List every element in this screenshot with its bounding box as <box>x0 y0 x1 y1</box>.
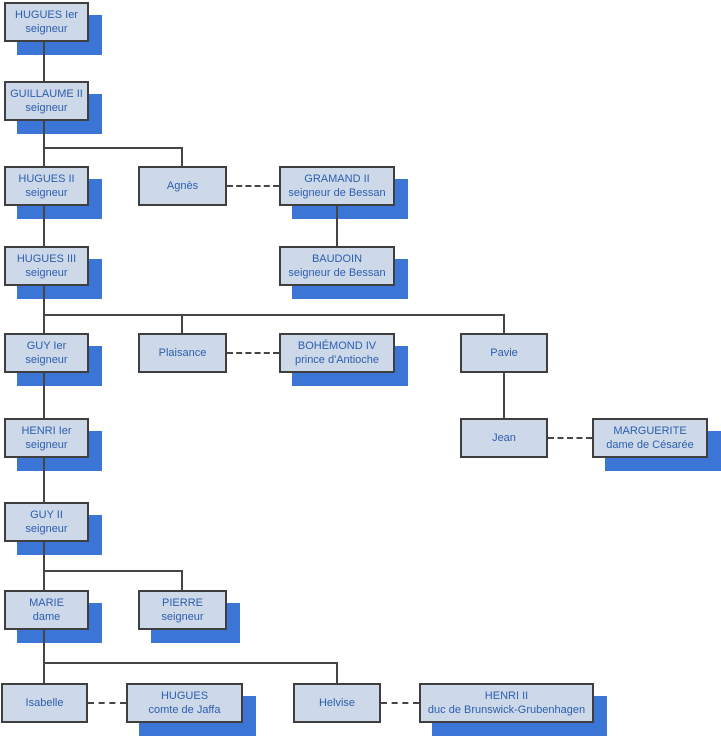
person-title: prince d'Antioche <box>294 354 380 366</box>
person-box-pierre: PIERRE seigneur <box>138 590 227 630</box>
person-title: seigneur <box>25 187 68 199</box>
person-title: seigneur <box>25 23 68 35</box>
descent-connector-line <box>44 570 183 572</box>
descent-connector-line <box>503 315 505 333</box>
person-name: HUGUES Ier <box>15 9 78 21</box>
person-box-jean: Jean <box>460 418 548 458</box>
marriage-connector-line <box>548 437 592 439</box>
descent-connector-line <box>181 571 183 590</box>
person-name: HENRI Ier <box>21 425 72 437</box>
person-name: HUGUES <box>160 690 209 702</box>
person-box-henri-ier: HENRI Ier seigneur <box>4 418 89 458</box>
person-name: BOHÉMOND IV <box>297 340 377 352</box>
descent-connector-line <box>43 542 45 590</box>
person-name: Helvise <box>318 697 356 709</box>
person-box-marie: MARIE dame <box>4 590 89 630</box>
person-title: duc de Brunswick-Grubenhagen <box>427 704 586 716</box>
descent-connector-line <box>336 663 338 683</box>
person-title: seigneur de Bessan <box>288 267 386 279</box>
descent-connector-line <box>503 373 505 418</box>
person-box-guy-ii: GUY II seigneur <box>4 502 89 542</box>
person-name: GUILLAUME II <box>10 88 83 100</box>
person-box-bohemond-iv: BOHÉMOND IV prince d'Antioche <box>279 333 395 373</box>
person-box-hugues-jaffa: HUGUES comte de Jaffa <box>126 683 243 723</box>
person-title: seigneur <box>25 102 68 114</box>
person-box-gramand-ii: GRAMAND II seigneur de Bessan <box>279 166 395 206</box>
descent-connector-line <box>44 662 338 664</box>
person-box-hugues-ier: HUGUES Ier seigneur <box>4 2 89 42</box>
marriage-connector-line <box>88 702 126 704</box>
descent-connector-line <box>43 206 45 246</box>
person-box-guy-ier: GUY Ier seigneur <box>4 333 89 373</box>
descent-connector-line <box>181 148 183 166</box>
descent-connector-line <box>43 42 45 81</box>
person-name: PIERRE <box>162 597 203 609</box>
person-name: GUY Ier <box>26 340 67 352</box>
person-name: Plaisance <box>158 347 207 359</box>
person-box-baudoin: BAUDOIN seigneur de Bessan <box>279 246 395 286</box>
person-name: Jean <box>492 432 516 444</box>
person-name: Isabelle <box>25 697 64 709</box>
person-box-plaisance: Plaisance <box>138 333 227 373</box>
person-name: MARGUERITE <box>613 425 687 437</box>
person-title: seigneur <box>25 354 68 366</box>
person-box-henri-ii: HENRI II duc de Brunswick-Grubenhagen <box>419 683 594 723</box>
descent-connector-line <box>44 147 183 149</box>
person-name: HENRI II <box>484 690 529 702</box>
descent-connector-line <box>181 315 183 333</box>
person-title: dame <box>32 611 61 623</box>
descent-connector-line <box>43 121 45 166</box>
person-name: Pavie <box>490 347 518 359</box>
descent-connector-line <box>44 314 505 316</box>
person-box-isabelle: Isabelle <box>1 683 88 723</box>
person-name: MARIE <box>29 597 64 609</box>
person-title: seigneur <box>161 611 204 623</box>
person-title: seigneur <box>25 439 68 451</box>
person-box-hugues-iii: HUGUES III seigneur <box>4 246 89 286</box>
person-name: GUY II <box>30 509 63 521</box>
marriage-connector-line <box>227 185 279 187</box>
person-title: seigneur de Bessan <box>288 187 386 199</box>
marriage-connector-line <box>381 702 419 704</box>
person-title: seigneur <box>25 523 68 535</box>
person-name: HUGUES II <box>18 173 75 185</box>
descent-connector-line <box>43 373 45 418</box>
person-box-pavie: Pavie <box>460 333 548 373</box>
person-name: BAUDOIN <box>311 253 363 265</box>
marriage-connector-line <box>227 352 279 354</box>
person-box-marguerite: MARGUERITE dame de Césarée <box>592 418 708 458</box>
descent-connector-line <box>43 630 45 683</box>
descent-connector-line <box>43 286 45 333</box>
person-title: comte de Jaffa <box>148 704 221 716</box>
person-title: seigneur <box>25 267 68 279</box>
person-box-helvise: Helvise <box>293 683 381 723</box>
descent-connector-line <box>43 458 45 502</box>
person-box-hugues-ii: HUGUES II seigneur <box>4 166 89 206</box>
person-box-guillaume-ii: GUILLAUME II seigneur <box>4 81 89 121</box>
person-title: dame de Césarée <box>606 439 694 451</box>
person-box-agnes: Agnès <box>138 166 227 206</box>
person-name: Agnès <box>166 180 199 192</box>
descent-connector-line <box>336 206 338 246</box>
person-name: GRAMAND II <box>304 173 370 185</box>
person-name: HUGUES III <box>16 253 77 265</box>
